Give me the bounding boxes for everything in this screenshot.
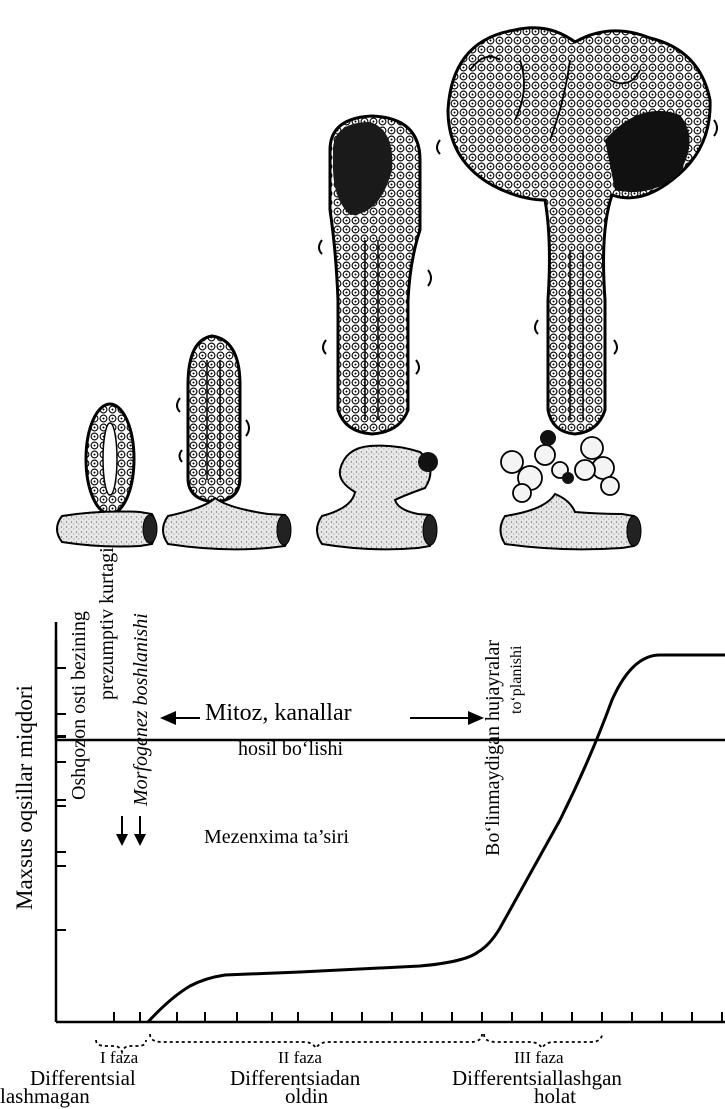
phase-3-title: III faza bbox=[514, 1048, 564, 1068]
y-axis-ticks bbox=[56, 668, 66, 852]
y-axis-line bbox=[56, 640, 725, 1022]
y-axis-label: Maxsus oqsillar miqdori bbox=[12, 685, 38, 910]
mitosis-arrow-left bbox=[160, 711, 200, 725]
mitosis-label-line2: hosil bo‘lishi bbox=[238, 738, 343, 761]
phase-1-title: I faza bbox=[100, 1048, 138, 1068]
phase-2-brace bbox=[150, 1034, 482, 1048]
mesenchyme-label: Mezenxima ta’siri bbox=[204, 826, 349, 849]
mitosis-arrow-right bbox=[410, 711, 484, 725]
stage-3-tube bbox=[317, 446, 438, 550]
phase-2-title: II faza bbox=[278, 1048, 322, 1068]
stage-4-branched-gland bbox=[437, 28, 717, 434]
phase-1-desc-line2: lashmagan bbox=[0, 1084, 90, 1109]
x-axis-ticks bbox=[114, 1012, 722, 1022]
stage-2-tube bbox=[163, 498, 291, 549]
mitosis-label-line1: Mitoz, kanallar bbox=[205, 700, 352, 727]
phase-3-brace bbox=[484, 1034, 602, 1048]
stage-1-tube bbox=[57, 512, 157, 547]
stage-4-tube bbox=[501, 430, 642, 549]
graph-axes bbox=[56, 622, 725, 740]
stage-1-bud bbox=[86, 404, 134, 514]
nondividing-cells-label-line2: to‘planishi bbox=[508, 646, 526, 714]
nondividing-cells-label-line1: Bo‘linmaydigan hujayralar bbox=[482, 640, 505, 856]
morphogenesis-label: Morfogenez boshlanishi bbox=[130, 613, 153, 806]
morphogenesis-down-arrow bbox=[134, 816, 146, 846]
presumptive-label-line2: prezumptiv kurtagi bbox=[96, 547, 119, 700]
presumptive-label-line1: Oshqozon osti bezining bbox=[68, 611, 91, 800]
y-axis-minor-ticks bbox=[56, 668, 66, 930]
phase-2-desc-line2: oldin bbox=[285, 1084, 328, 1109]
presumptive-down-arrow bbox=[116, 816, 128, 846]
phase-3-desc-line2: holat bbox=[534, 1084, 576, 1109]
stage-2-bud bbox=[177, 336, 249, 502]
stage-3-bud bbox=[319, 116, 431, 434]
